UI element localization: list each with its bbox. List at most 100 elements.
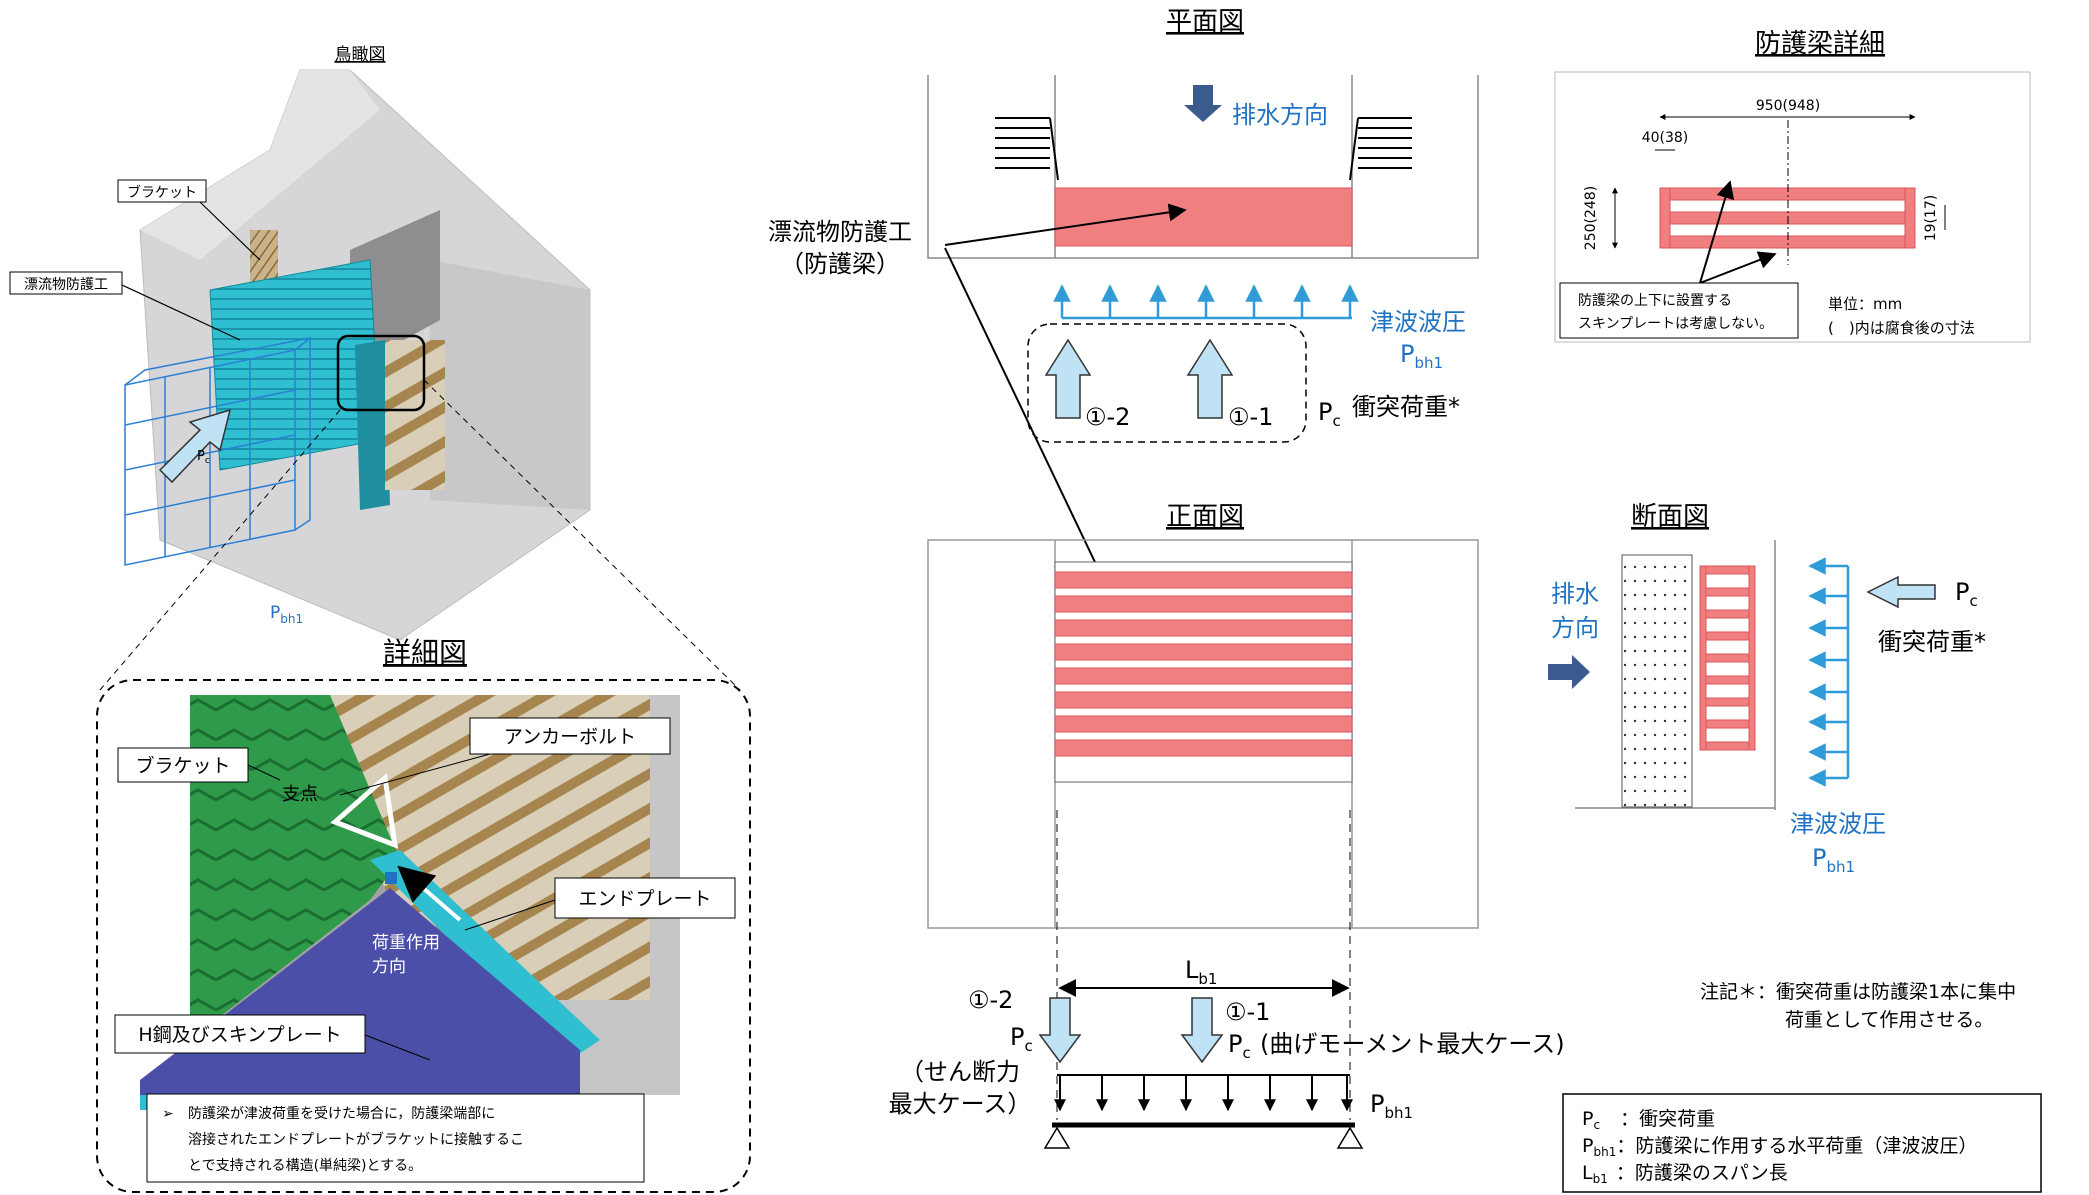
lb1-label: Lb1	[1185, 956, 1217, 988]
section-drain-arrow	[1548, 655, 1590, 689]
support-right	[1336, 1126, 1364, 1149]
unit-label: 単位：mm	[1828, 295, 1902, 313]
note-line-1: 防護梁が津波荷重を受けた場合に，防護梁端部に	[188, 1106, 495, 1122]
end-plate-label: エンドプレート	[578, 888, 711, 910]
detail-view: 詳細図 ブラケット アンカーボルト 支点 エンドプレート 荷重作用 方向 H鋼及…	[96, 636, 751, 1193]
detail-note-box	[146, 1093, 645, 1183]
plan-pc-arrow-2	[1044, 338, 1092, 419]
callout-line-2: スキンプレートは考慮しない。	[1578, 316, 1773, 332]
section-concrete	[1621, 554, 1693, 808]
debris-label-2: （防護梁）	[780, 250, 900, 278]
note-star-1: 注記＊：衝突荷重は防護梁1本に集中	[1700, 981, 2016, 1003]
debris-leader	[121, 284, 241, 341]
load-dir-label-1: 荷重作用	[372, 933, 440, 953]
front-view: 正面図 Lb1 ①-2 Pc （せん断力 最大ケース） ①-1 Pc (曲げモー…	[889, 502, 1565, 1149]
note-line-2: 溶接されたエンドプレートがブラケットに接触するこ	[188, 1131, 524, 1148]
end-plate-box	[554, 877, 736, 919]
beam-detail-title: 防護梁詳細	[1755, 29, 1885, 59]
h-steel-label: H鋼及びスキンプレート	[138, 1024, 341, 1046]
plan-drain-arrow	[1184, 85, 1222, 122]
support-left	[1043, 1126, 1071, 1149]
end-plate-leader	[464, 899, 556, 931]
note-mark: ➢	[162, 1106, 174, 1122]
detail-title: 詳細図	[383, 636, 467, 669]
plan-tsunami-label: 津波波圧	[1370, 308, 1466, 336]
section-drain-2: 方向	[1551, 614, 1599, 642]
callout-leader-1	[1699, 180, 1735, 284]
detail-highlight	[336, 334, 426, 412]
end-plate-marker	[385, 872, 397, 884]
callout-line-1: 防護梁の上下に設置する	[1578, 293, 1732, 309]
pc-birdseye: Pc	[197, 449, 210, 466]
anchor-bolt-label: アンカーボルト	[504, 726, 636, 748]
front-pbh1: Pbh1	[1370, 1090, 1413, 1122]
end-plate-right	[355, 340, 390, 510]
section-beams	[1699, 565, 1756, 751]
section-view: 断面図 排水 方向 Pc 衝突荷重* 津波波	[1548, 502, 1986, 876]
shear-label-2: 最大ケース）	[889, 1090, 1032, 1118]
load-direction-arrow	[397, 865, 462, 922]
front-pc-arrow-1	[1180, 997, 1224, 1064]
shear-label-1: （せん断力	[900, 1058, 1020, 1086]
concrete-top	[140, 70, 380, 260]
debris-label-box	[9, 271, 123, 295]
debris-pointer-plan	[944, 203, 1187, 246]
plan-pc: Pc	[1318, 398, 1341, 430]
debris-label: 漂流物防護工	[24, 277, 108, 293]
dim-950: 950(948)	[1756, 98, 1820, 114]
load-dir-label-2: 方向	[372, 957, 406, 977]
section-drain-1: 排水	[1551, 580, 1599, 608]
plan-impact-zone	[1027, 323, 1307, 443]
plan-view: 平面図 排水方向 漂流物防護工 （防護梁）	[768, 7, 1479, 627]
legend-row-3: Lb1：防護梁のスパン長	[1582, 1162, 1788, 1186]
plan-outline	[927, 75, 1479, 259]
front-udl	[1054, 1074, 1353, 1112]
legend-box	[1562, 1093, 2042, 1193]
callout-box	[1559, 282, 1799, 339]
birdseye-title: 鳥瞰図	[335, 45, 386, 65]
dim-40: 40(38)	[1642, 130, 1689, 146]
bracket-right	[385, 340, 445, 490]
front-title: 正面図	[1166, 502, 1244, 532]
pbh1-birdseye: Pbh1	[270, 603, 303, 626]
front-frame	[927, 539, 1479, 929]
notes: 注記＊：衝突荷重は防護梁1本に集中 荷重として作用させる。	[1700, 981, 2016, 1031]
section-pc-arrow	[1866, 575, 1936, 609]
dim-19: 19(17)	[1923, 195, 1939, 242]
zoom-line-right	[423, 379, 741, 691]
beam-end-right	[1904, 187, 1916, 249]
detail-bracket-leader	[247, 764, 281, 781]
section-pc: Pc	[1955, 578, 1978, 610]
corroded-label: ( )内は腐食後の寸法	[1828, 319, 1975, 337]
anchor-bolt-leader	[339, 753, 491, 796]
front-pc-left: Pc	[1010, 1023, 1033, 1055]
support-triangle	[330, 773, 399, 849]
legend-row-1: Pc：衝突荷重	[1582, 1108, 1715, 1132]
plan-tsunami-arrows	[1053, 284, 1359, 320]
plan-beam	[1054, 187, 1353, 247]
section-title: 断面図	[1631, 502, 1709, 532]
plan-drain-label: 排水方向	[1232, 101, 1328, 129]
h-steel-leader	[364, 1034, 431, 1061]
note-line-3: とで支持される構造(単純梁)とする。	[188, 1158, 422, 1174]
callout-leader-2	[1699, 251, 1777, 284]
front-case2: ①-2	[968, 986, 1013, 1014]
section-impact: 衝突荷重*	[1878, 628, 1986, 656]
section-pbh1: Pbh1	[1812, 844, 1855, 876]
bracket-leader	[199, 201, 261, 261]
tsunami-grid	[124, 337, 311, 566]
beam-end-left	[1659, 187, 1671, 249]
bracket-label-box	[117, 179, 207, 203]
beam-detail: 防護梁詳細 950(948) 40(38) 250(248) 19(17) 防護…	[1554, 29, 2031, 343]
plan-anchor-left	[995, 117, 1059, 181]
detail-bracket-label: ブラケット	[135, 754, 230, 777]
legend-row-2: Pbh1：防護梁に作用する水平荷重（津波波圧）	[1582, 1135, 1977, 1159]
note-star-2: 荷重として作用させる。	[1785, 1009, 1993, 1031]
dim-250: 250(248)	[1583, 186, 1599, 250]
front-beams	[1054, 571, 1353, 757]
plan-case1: ①-1	[1228, 403, 1273, 431]
detail-anchor-bars	[300, 695, 650, 1000]
moment-label: (曲げモーメント最大ケース)	[1260, 1030, 1565, 1058]
plan-pc-arrow-1	[1186, 338, 1234, 419]
